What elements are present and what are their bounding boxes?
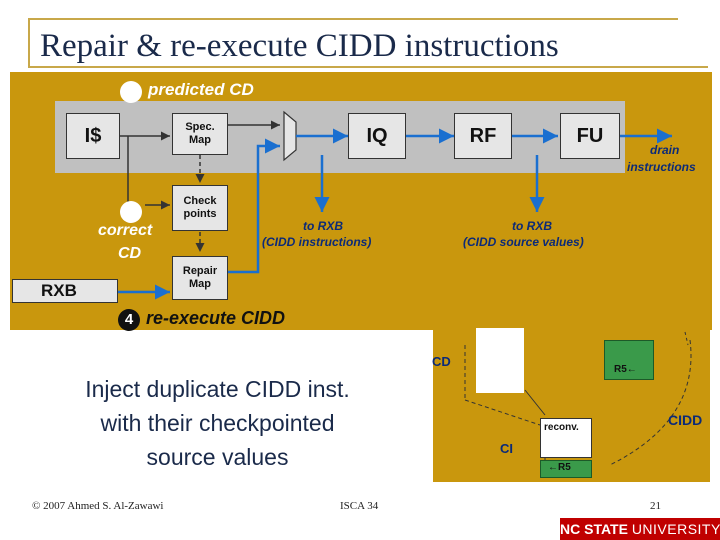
- spec-map-label-2: Map: [189, 134, 211, 146]
- checkpoints-label-2: points: [183, 208, 217, 220]
- to-rxb-2-label-1: to RXB: [512, 219, 552, 233]
- title-rule-top: [28, 18, 678, 20]
- iq-box: IQ: [348, 113, 406, 159]
- inject-line-1: Inject duplicate CIDD inst.: [85, 376, 350, 402]
- iq-label: IQ: [366, 124, 388, 147]
- footer-venue: ISCA 34: [340, 500, 379, 512]
- fu-label: FU: [576, 124, 604, 147]
- checkpoints-label-1: Check: [183, 195, 217, 207]
- repair-map-label-1: Repair: [182, 265, 218, 277]
- to-rxb-1-label-1: to RXB: [303, 219, 343, 233]
- r5-bottom-arrow: ←: [548, 462, 558, 473]
- icache-box: I$: [66, 113, 120, 159]
- logo-rest: UNIVERSITY: [631, 521, 720, 537]
- rf-box: RF: [454, 113, 512, 159]
- r5-top-text: R5: [614, 364, 627, 375]
- correct-cd-label-2: CD: [118, 245, 142, 262]
- cidd-label: CIDD: [668, 412, 703, 428]
- arrow-repair-to-mux: [228, 138, 280, 274]
- inject-line-2: with their checkpointed: [100, 410, 335, 436]
- inject-description: Inject duplicate CIDD inst. with their c…: [40, 372, 395, 474]
- r5-top-label: R5←: [614, 364, 637, 375]
- to-rxb-1-label-2: (CIDD instructions): [262, 235, 372, 249]
- r5-bottom-text: R5: [558, 462, 571, 473]
- spec-map-label-1: Spec.: [185, 121, 215, 133]
- drain-label-1: drain: [650, 143, 680, 157]
- step-marker-correct: [120, 201, 142, 223]
- repair-map-label-2: Map: [189, 278, 211, 290]
- r5-bottom-label: ←R5: [548, 462, 571, 473]
- reexecute-label: re-execute CIDD: [146, 308, 286, 328]
- dashed-top-right: [684, 331, 689, 346]
- title-rule-left: [28, 18, 30, 68]
- footer-copyright: © 2007 Ahmed S. Al-Zawawi: [32, 500, 164, 512]
- white-block: [476, 328, 524, 393]
- r5-top-arrow: ←: [626, 364, 637, 375]
- step-marker-4: 4: [118, 309, 140, 331]
- checkpoints-box: Check points: [172, 185, 228, 231]
- green-block-bottom: [540, 460, 592, 478]
- page-number: 21: [650, 500, 661, 512]
- fu-box: FU: [560, 113, 620, 159]
- correct-cd-label-1: correct: [98, 222, 153, 239]
- spec-map-box: Spec. Map: [172, 113, 228, 155]
- repair-map-box: Repair Map: [172, 256, 228, 300]
- rxb-box: RXB: [12, 279, 118, 303]
- step-marker-predicted: [120, 81, 142, 103]
- icache-label: I$: [84, 124, 102, 147]
- title-rule-bottom: [28, 66, 708, 68]
- dashed-to-reconv: [464, 399, 541, 426]
- reconv-label: reconv.: [544, 422, 579, 433]
- reconv-block: [540, 418, 592, 458]
- predicted-cd-label: predicted CD: [148, 80, 254, 99]
- drain-label-2: instructions: [627, 160, 696, 174]
- cd-label: CD: [432, 354, 451, 369]
- multiplexer: [283, 110, 297, 162]
- ci-label: CI: [500, 441, 513, 456]
- inject-line-3: source values: [146, 444, 289, 470]
- arrow-to-reconv: [524, 389, 546, 416]
- slide-title: Repair & re-execute CIDD instructions: [40, 28, 559, 64]
- rxb-label: RXB: [41, 281, 77, 300]
- logo-bold: NC STATE: [560, 521, 628, 537]
- to-rxb-2-label-2: (CIDD source values): [463, 235, 584, 249]
- dashed-cidd-curve: [609, 339, 692, 466]
- university-logo: NC STATE UNIVERSITY: [560, 518, 720, 540]
- rf-label: RF: [469, 124, 497, 147]
- green-block-top: [604, 340, 654, 380]
